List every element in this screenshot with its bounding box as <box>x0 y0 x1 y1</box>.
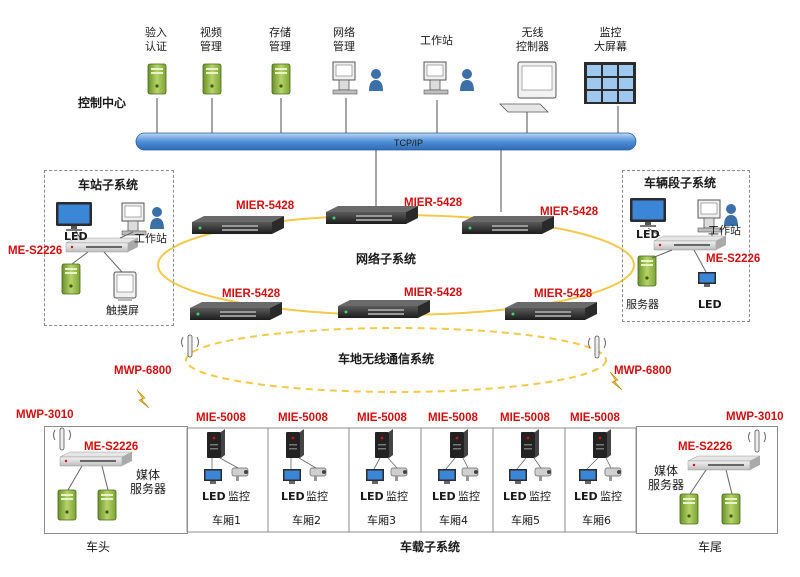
car4-led-label: LED <box>432 490 456 503</box>
car3-led-label: LED <box>360 490 384 503</box>
car2-cam-label: 监控 <box>306 490 328 503</box>
vehicle-tail-devices <box>679 429 766 525</box>
car2-switch-label: MIE-5008 <box>278 412 328 424</box>
vehicle-tail-box <box>636 426 778 534</box>
tail-switch-label: ME-S2226 <box>678 441 733 453</box>
car5-led-label: LED <box>503 490 527 503</box>
wireless-subsystem-title: 车地无线通信系统 <box>338 352 435 366</box>
control-center-devices <box>147 61 636 113</box>
depot-led-label: LED <box>636 228 660 241</box>
depot-subsystem-title: 车辆段子系统 <box>644 176 717 190</box>
depot-workstation-label: 工作站 <box>708 224 741 237</box>
wireless-ring <box>185 327 607 393</box>
station-subsystem-box <box>44 170 174 326</box>
tail-caption: 车尾 <box>698 540 723 554</box>
car6-switch-label: MIE-5008 <box>570 412 620 424</box>
switch-label-3: MIER-5428 <box>540 206 599 218</box>
vehicle-head-box <box>44 426 188 534</box>
switch-label-5: MIER-5428 <box>404 287 463 299</box>
ap-right-label: MWP-6800 <box>614 365 672 377</box>
depot-server-label: 服务器 <box>626 298 659 311</box>
station-devices <box>56 202 164 301</box>
station-workstation-label: 工作站 <box>134 232 167 245</box>
ap-left-label: MWP-6800 <box>114 365 172 377</box>
tail-ap-label: MWP-3010 <box>726 411 784 423</box>
device-label-wireless-controller: 无线控制器 <box>516 26 549 53</box>
control-center-title: 控制中心 <box>78 96 127 110</box>
control-center-links <box>156 98 619 212</box>
car6-cam-label: 监控 <box>600 490 622 503</box>
car1-caption: 车厢1 <box>212 514 241 527</box>
car5-switch-label: MIE-5008 <box>500 412 550 424</box>
car1-switch-label: MIE-5008 <box>196 412 246 424</box>
car-dividers <box>186 427 637 533</box>
switch-label-4: MIER-5428 <box>222 288 281 300</box>
station-switch-label: ME-S2226 <box>8 245 63 257</box>
head-ap-label: MWP-3010 <box>16 409 74 421</box>
device-label-video: 视频管理 <box>200 26 222 53</box>
head-server-label: 媒体服务器 <box>130 468 167 496</box>
car4-cam-label: 监控 <box>458 490 480 503</box>
head-caption: 车头 <box>86 540 111 554</box>
device-label-workstation: 工作站 <box>420 34 453 47</box>
station-led-label: LED <box>64 230 88 243</box>
switch-label-6: MIER-5428 <box>534 288 593 300</box>
switch-label-2: MIER-5428 <box>404 197 463 209</box>
depot-led2-label: LED <box>698 298 722 311</box>
device-label-video-wall: 监控大屏幕 <box>594 26 627 53</box>
car4-switch-label: MIE-5008 <box>428 412 478 424</box>
car3-switch-label: MIE-5008 <box>357 412 407 424</box>
station-touch-label: 触摸屏 <box>106 304 139 317</box>
car6-caption: 车厢6 <box>582 514 611 527</box>
switch-label-1: MIER-5428 <box>236 200 295 212</box>
device-label-netmgmt: 网络管理 <box>333 26 355 53</box>
car3-caption: 车厢3 <box>367 514 396 527</box>
vehicle-subsystem-title: 车载子系统 <box>400 540 461 554</box>
car5-caption: 车厢5 <box>511 514 540 527</box>
car5-cam-label: 监控 <box>529 490 551 503</box>
car2-caption: 车厢2 <box>292 514 321 527</box>
car1-cam-label: 监控 <box>228 490 250 503</box>
depot-subsystem-box <box>622 170 750 322</box>
car4-caption: 车厢4 <box>439 514 468 527</box>
bus-label: TCP/IP <box>394 138 424 148</box>
head-switch-label: ME-S2226 <box>84 441 139 453</box>
device-label-storage: 存储管理 <box>269 26 291 53</box>
car-devices <box>204 429 622 484</box>
car3-cam-label: 监控 <box>386 490 408 503</box>
network-subsystem-title: 网络子系统 <box>356 252 417 266</box>
car6-led-label: LED <box>574 490 598 503</box>
depot-switch-label: ME-S2226 <box>706 253 761 265</box>
car2-led-label: LED <box>281 490 305 503</box>
device-label-auth: 验入认证 <box>145 26 167 53</box>
station-subsystem-title: 车站子系统 <box>78 178 139 192</box>
car1-led-label: LED <box>202 490 226 503</box>
tcp-ip-bus <box>135 132 637 151</box>
depot-devices <box>630 198 738 287</box>
tail-server-label: 媒体服务器 <box>648 464 685 492</box>
vehicle-head-devices <box>53 427 133 521</box>
